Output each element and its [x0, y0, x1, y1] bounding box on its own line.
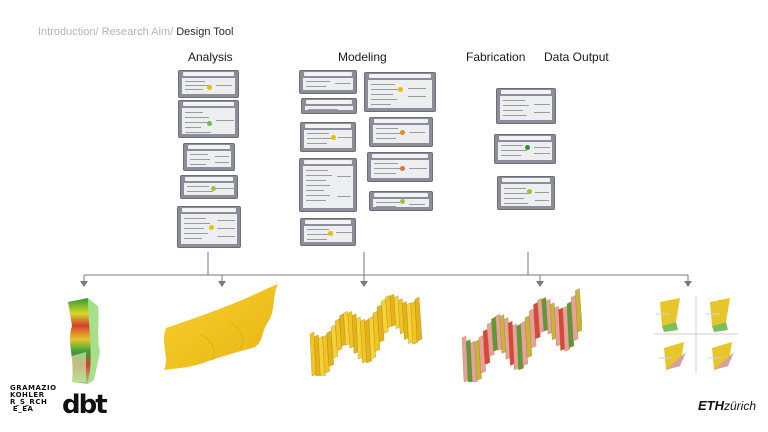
analysis-node [180, 175, 238, 199]
slat [482, 329, 491, 365]
slat [487, 322, 495, 357]
slat [335, 318, 343, 352]
arrow-down-icon [80, 281, 88, 287]
slat [414, 296, 423, 342]
column-title-data-output: Data Output [544, 50, 609, 64]
data-output-node [494, 134, 556, 164]
column-title-modeling: Modeling [338, 50, 387, 64]
breadcrumb-research-aim[interactable]: Research Aim/ [101, 26, 174, 38]
slat [326, 330, 334, 367]
eth-logo-zurich: zürich [724, 399, 757, 413]
slat [377, 304, 385, 343]
eth-logo-mark: ETH [698, 398, 724, 413]
slat [562, 306, 570, 352]
slat [364, 318, 372, 364]
slat [368, 316, 376, 360]
slat [571, 295, 579, 342]
analysis-node [178, 100, 239, 138]
wave-surface-model [164, 284, 278, 370]
slat [529, 308, 537, 349]
slat [516, 323, 524, 371]
arrow-down-icon [536, 281, 544, 287]
modeling-node [300, 122, 356, 152]
fabrication-slat-model [461, 288, 582, 382]
breadcrumb: Introduction/ Research Aim/ Design Tool [38, 26, 233, 38]
slat [470, 340, 478, 382]
slat [410, 301, 418, 345]
breadcrumb-current: Design Tool [176, 26, 234, 38]
modeling-node [364, 72, 436, 112]
slat [318, 336, 326, 376]
analysis-node [183, 143, 235, 171]
logo-line: GRAMAZIO [10, 384, 57, 392]
breadcrumb-intro[interactable]: Introduction/ [38, 26, 99, 38]
slat [322, 334, 330, 374]
slat [381, 298, 389, 334]
slat [575, 288, 582, 333]
eth-zurich-logo: ETHzürich [698, 397, 756, 415]
slat [314, 334, 322, 376]
modeling-node [301, 98, 357, 114]
data-output-node [496, 88, 556, 124]
slat-structure-model [309, 294, 423, 376]
column-title-fabrication: Fabrication [466, 50, 526, 64]
slat [466, 339, 474, 382]
logo-line: E_EA [10, 405, 34, 413]
slat [478, 335, 486, 374]
analysis-node [178, 70, 239, 98]
slat [520, 321, 528, 367]
slat [566, 301, 575, 349]
analysis-heatmap-surface [68, 298, 100, 384]
column-title-analysis: Analysis [188, 50, 233, 64]
slat [372, 311, 381, 352]
modeling-node [369, 191, 433, 211]
arrow-down-icon [684, 281, 692, 287]
modeling-node [367, 152, 433, 182]
modeling-node [299, 70, 357, 94]
slat [533, 302, 541, 340]
modeling-node [300, 218, 356, 246]
logo-line: KOHLER [10, 391, 45, 399]
slat [474, 339, 482, 381]
dbt-logo: dbt [62, 390, 108, 420]
data-output-diagrams [654, 296, 738, 374]
analysis-node [177, 206, 241, 248]
arrow-down-icon [360, 281, 368, 287]
gramazio-kohler-research-logo: GRAMAZIO KOHLER R_S_RCH E_EA [10, 385, 57, 413]
slat [524, 315, 533, 359]
data-output-node [497, 176, 555, 210]
modeling-node [369, 117, 433, 147]
modeling-node [299, 158, 357, 212]
slat [330, 324, 339, 359]
logo-line: R_S_RCH [10, 398, 48, 406]
arrow-down-icon [218, 281, 226, 287]
